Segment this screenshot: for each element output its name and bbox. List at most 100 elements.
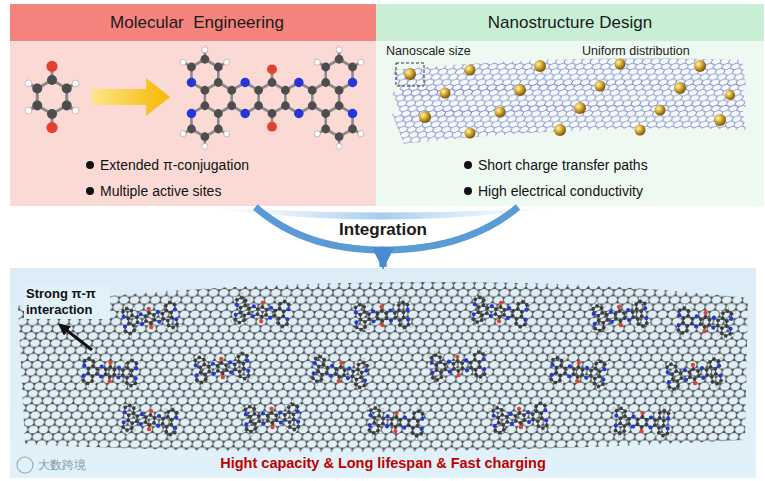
adsorbed-molecule-part xyxy=(380,323,384,327)
adsorbed-molecule-part xyxy=(670,372,674,376)
adsorbed-molecule-part xyxy=(319,352,322,355)
extended-molecule-part xyxy=(358,131,364,137)
adsorbed-molecule-part xyxy=(256,307,260,311)
adsorbed-molecule-part xyxy=(355,361,358,364)
adsorbed-molecule xyxy=(547,353,610,392)
adsorbed-molecule-part xyxy=(528,302,531,305)
adsorbed-molecule-part xyxy=(592,360,595,363)
adsorbed-molecule-part xyxy=(572,367,576,371)
adsorbed-molecule-part xyxy=(358,303,362,307)
adsorbed-molecule-part xyxy=(354,320,358,324)
adsorbed-molecule xyxy=(427,347,489,385)
adsorbed-molecule-part xyxy=(276,300,279,303)
adsorbed-molecule-part xyxy=(161,317,165,321)
adsorbed-molecule-part xyxy=(147,427,152,432)
adsorbed-molecule-part xyxy=(339,365,343,369)
graphene-stack-part xyxy=(404,68,416,80)
adsorbed-molecule-part xyxy=(626,308,631,313)
adsorbed-molecule-part xyxy=(124,360,127,363)
adsorbed-molecule-part xyxy=(174,317,179,322)
adsorbed-molecule-part xyxy=(547,380,550,383)
extended-molecule-part xyxy=(281,86,290,95)
adsorbed-molecule-part xyxy=(393,311,397,315)
adsorbed-molecule-part xyxy=(693,381,698,386)
adsorbed-molecule-part xyxy=(149,408,154,413)
adsorbed-molecule-part xyxy=(274,418,278,422)
extended-molecule-part xyxy=(308,101,317,110)
adsorbed-molecule-part xyxy=(513,414,517,418)
adsorbed-molecule-part xyxy=(121,373,125,377)
adsorbed-molecule-part xyxy=(490,304,495,309)
adsorbed-molecule-part xyxy=(240,352,244,356)
adsorbed-molecule-part xyxy=(200,384,203,387)
adsorbed-molecule-part xyxy=(609,310,614,315)
adsorbed-molecule-part xyxy=(86,371,90,375)
extended-molecule-part xyxy=(200,132,209,141)
adsorbed-molecule-part xyxy=(726,307,729,310)
quinone-molecule-part xyxy=(62,101,72,111)
adsorbed-molecule-part xyxy=(497,319,502,324)
graphene-stack-part xyxy=(440,88,451,99)
adsorbed-molecule-part xyxy=(580,368,584,372)
adsorbed-molecule-part xyxy=(252,412,256,416)
adsorbed-molecule-part xyxy=(220,361,224,365)
adsorbed-molecule-part xyxy=(627,318,632,323)
adsorbed-molecule-part xyxy=(95,372,99,376)
adsorbed-molecule-part xyxy=(522,297,525,300)
adsorbed-molecule-part xyxy=(535,409,539,413)
adsorbed-molecule-part xyxy=(261,411,265,415)
adsorbed-molecule-part xyxy=(701,376,706,381)
adsorbed-molecule-part xyxy=(692,377,696,381)
adsorbed-molecule-part xyxy=(681,321,685,325)
adsorbed-molecule-part xyxy=(128,331,132,335)
adsorbed-molecule-part xyxy=(112,373,116,377)
adsorbed-molecule-part xyxy=(592,321,597,326)
adsorbed-molecule-part xyxy=(677,313,681,317)
graphene-stack-part xyxy=(554,124,566,136)
adsorbed-molecule-part xyxy=(498,305,502,309)
adsorbed-molecule-part xyxy=(313,361,318,366)
extended-molecule-part xyxy=(267,122,277,132)
adsorbed-molecule-part xyxy=(125,306,129,310)
adsorbed-molecule-part xyxy=(489,408,492,411)
adsorbed-molecule xyxy=(231,293,294,332)
adsorbed-molecule-part xyxy=(242,367,246,371)
adsorbed-molecule-part xyxy=(354,310,358,314)
extended-molecule-part xyxy=(187,63,196,72)
adsorbed-molecule-part xyxy=(202,362,206,366)
adsorbed-molecule-part xyxy=(137,384,140,387)
adsorbed-molecule-part xyxy=(491,431,494,434)
adsorbed-molecule-part xyxy=(436,382,439,385)
adsorbed-molecule-part xyxy=(706,359,709,362)
adsorbed-molecule-part xyxy=(358,313,362,317)
adsorbed-molecule-part xyxy=(285,317,289,321)
adsorbed-molecule-part xyxy=(156,424,161,429)
adsorbed-molecule-part xyxy=(518,421,522,425)
adsorbed-molecule-part xyxy=(121,368,125,372)
adsorbed-molecule-part xyxy=(638,297,641,300)
adsorbed-molecule-part xyxy=(291,402,295,406)
adsorbed-molecule-part xyxy=(325,366,329,370)
adsorbed-molecule-part xyxy=(241,349,244,352)
adsorbed-molecule-part xyxy=(497,421,501,425)
bullet-text: Short charge transfer paths xyxy=(478,156,648,174)
adsorbed-molecule-part xyxy=(599,359,603,363)
adsorbed-molecule-part xyxy=(733,311,736,314)
adsorbed-molecule-part xyxy=(359,328,363,332)
adsorbed-molecule-part xyxy=(238,324,241,327)
adsorbed-molecule-part xyxy=(591,329,594,332)
adsorbed-molecule-part xyxy=(725,319,729,323)
adsorbed-molecule-part xyxy=(280,324,284,328)
adsorbed-molecule-part xyxy=(131,411,135,415)
adsorbed-molecule-part xyxy=(351,384,354,387)
adsorbed-molecule-part xyxy=(136,330,139,333)
adsorbed-molecule-part xyxy=(635,307,639,311)
adsorbed-molecule-part xyxy=(509,412,514,417)
adsorbed-molecule-part xyxy=(502,308,506,312)
adsorbed-molecule-part xyxy=(464,358,468,362)
adsorbed-molecule-part xyxy=(443,377,446,380)
adsorbed-molecule-part xyxy=(320,372,324,376)
adsorbed-molecule-part xyxy=(603,305,606,308)
extended-molecule-part xyxy=(202,143,208,149)
adsorbed-molecule-part xyxy=(505,415,509,419)
